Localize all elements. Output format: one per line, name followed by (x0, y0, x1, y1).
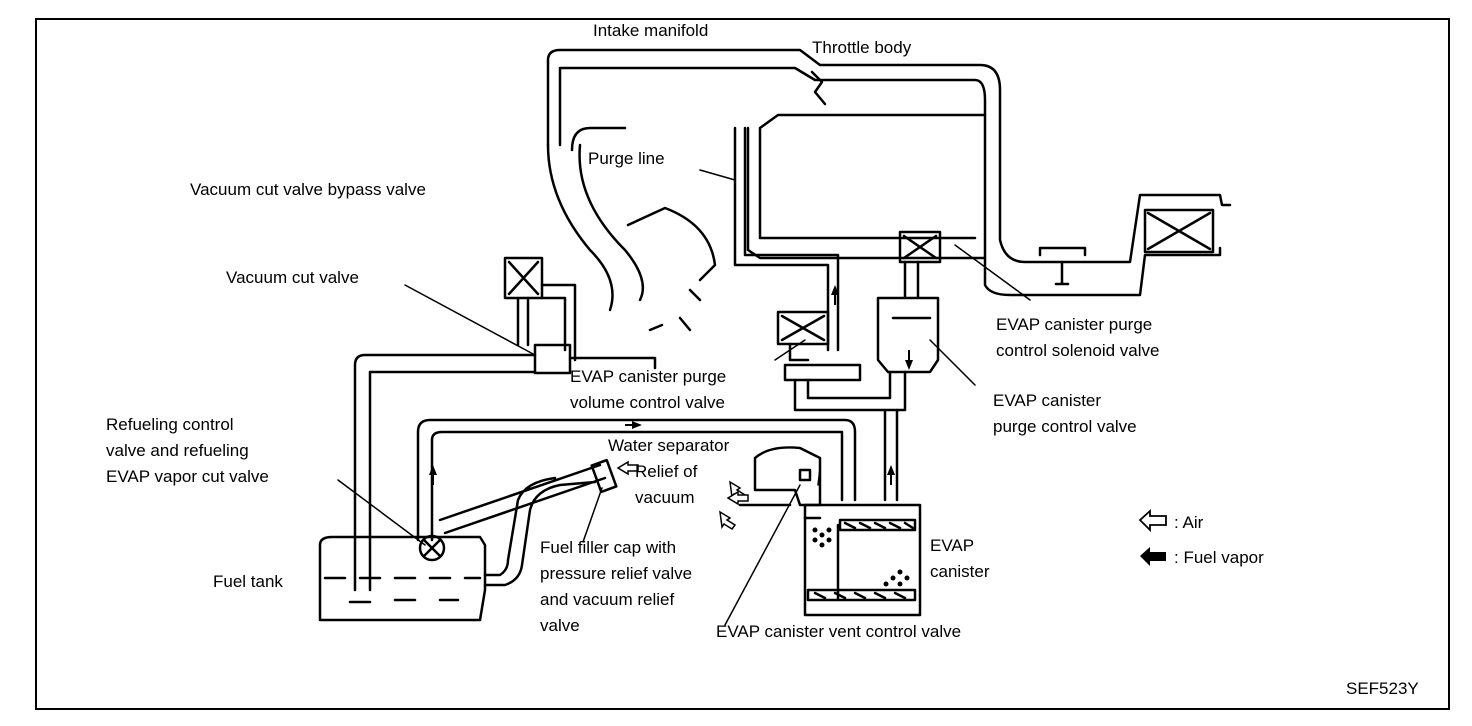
canister-pellets (812, 527, 910, 587)
air-legend-icon (1138, 508, 1167, 533)
fuel-tank (318, 535, 487, 622)
label-purge-solenoid: EVAP canister purge control solenoid val… (996, 315, 1160, 360)
purge-solenoid-body (898, 230, 942, 264)
fuel-filler-cap (590, 458, 618, 494)
diagram-frame (35, 18, 1450, 710)
figure-code: SEF523Y (1346, 679, 1419, 698)
fuel-vapor-legend-icon (1140, 547, 1166, 566)
label-purge-volume: EVAP canister purge volume control valve (570, 367, 727, 412)
refueling-control-valve (418, 534, 446, 562)
label-purge-line: Purge line (588, 149, 665, 168)
intake-manifold-outer (546, 48, 1232, 264)
purge-line (733, 126, 840, 352)
label-purge-control: EVAP canister purge control valve (993, 391, 1137, 436)
label-fuel-tank: Fuel tank (213, 572, 283, 591)
vapor-flow-arrows (429, 285, 913, 485)
evap-canister (803, 503, 922, 617)
label-fuel-filler-cap: Fuel filler cap with pressure relief val… (540, 538, 693, 635)
manifold-runner (546, 126, 645, 312)
label-water-separator: Water separator (608, 436, 730, 455)
filler-neck (438, 463, 607, 587)
label-vacuum-cut-bypass: Vacuum cut valve bypass valve (190, 180, 426, 199)
label-vent-control: EVAP canister vent control valve (716, 622, 962, 641)
bypass-valve (503, 256, 544, 300)
label-throttle-body: Throttle body (812, 38, 912, 57)
label-intake-manifold: Intake manifold (593, 21, 709, 40)
legend-symbols (1138, 508, 1167, 566)
purge-volume-control-valve (776, 310, 830, 346)
intake-plenum (746, 113, 987, 260)
air-cleaner (1143, 208, 1215, 254)
label-refueling: Refueling control valve and refueling EV… (106, 415, 269, 486)
label-evap-canister: EVAP canister (930, 536, 990, 581)
legend-air-label: : Air (1174, 513, 1204, 532)
throttle-valve (810, 70, 827, 106)
duct-sensor (1038, 246, 1087, 286)
label-relief-vacuum: Relief of vacuum (635, 462, 698, 507)
air-flow-arrows (616, 460, 749, 531)
legend-fuel-vapor-label: : Fuel vapor (1174, 548, 1264, 567)
label-vacuum-cut-valve: Vacuum cut valve (226, 268, 359, 287)
intake-manifold-inner (558, 66, 1222, 297)
purge-control-valve (876, 260, 940, 374)
water-separator (738, 446, 822, 507)
